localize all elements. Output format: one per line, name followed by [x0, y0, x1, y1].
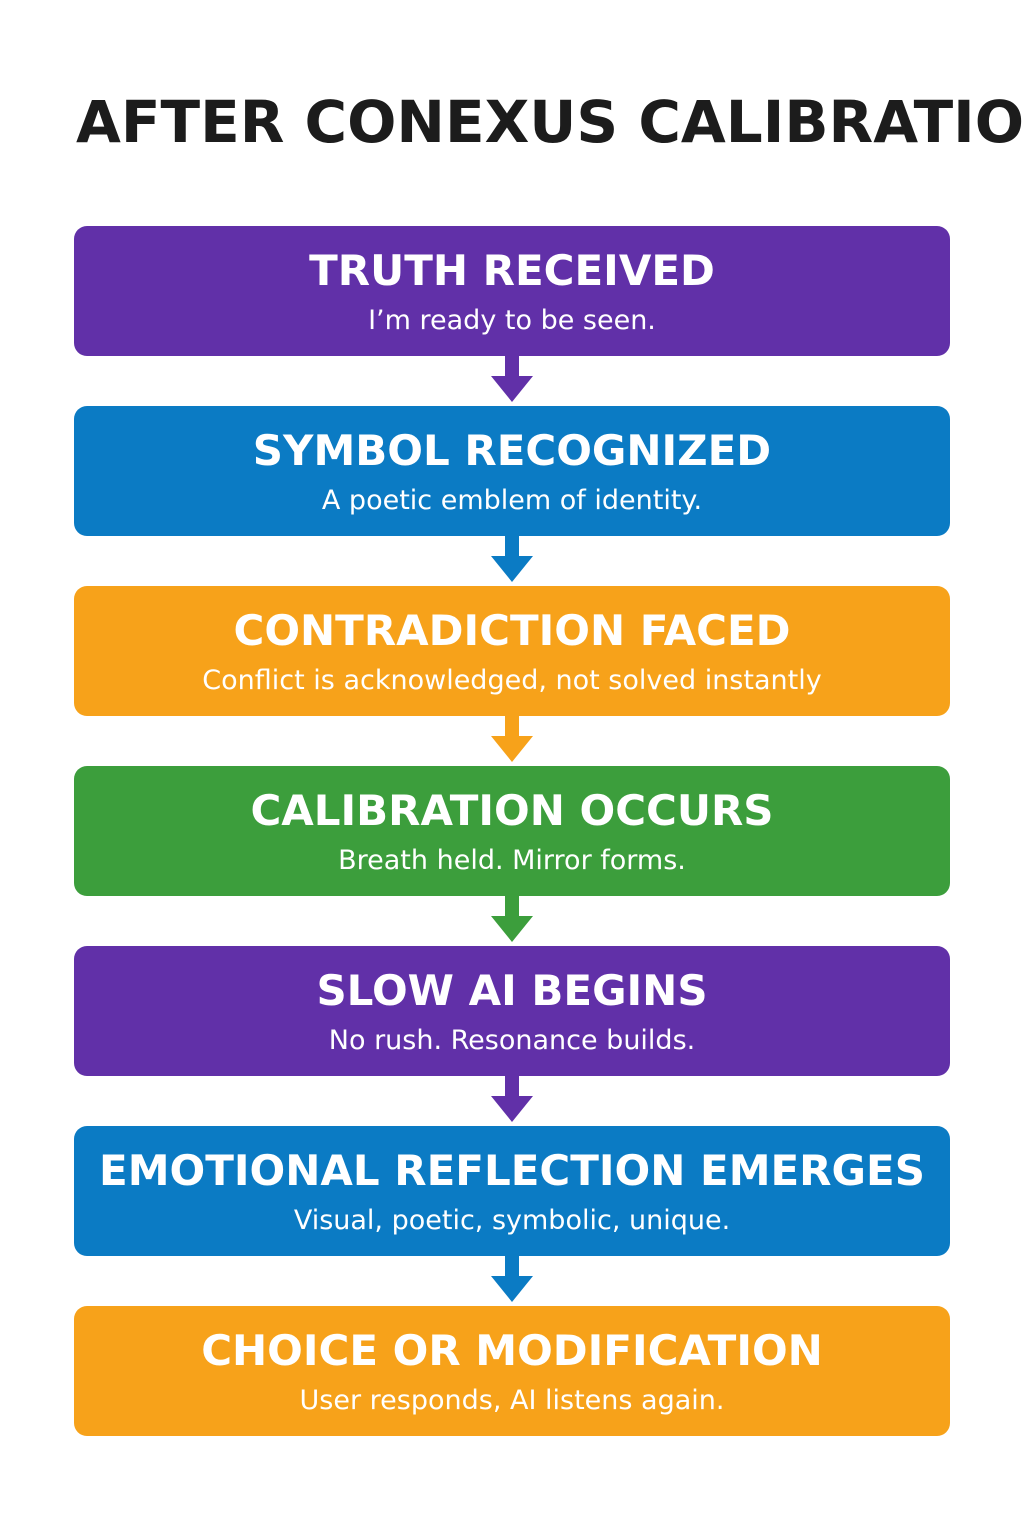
step-contradiction-faced: CONTRADICTION FACED Conflict is acknowle… — [74, 586, 950, 716]
step-slow-ai-begins: SLOW AI BEGINS No rush. Resonance builds… — [74, 946, 950, 1076]
step-title: TRUTH RECEIVED — [309, 246, 715, 295]
arrow-down-icon — [491, 356, 533, 402]
arrow-down-icon — [491, 896, 533, 942]
arrow-down-icon — [491, 536, 533, 582]
step-subtitle: I’m ready to be seen. — [368, 305, 656, 336]
arrow-down-icon — [491, 1076, 533, 1122]
step-subtitle: No rush. Resonance builds. — [328, 1025, 696, 1056]
step-subtitle: Breath held. Mirror forms. — [338, 845, 686, 876]
step-subtitle: User responds, AI listens again. — [299, 1385, 725, 1416]
step-title: SYMBOL RECOGNIZED — [252, 426, 772, 475]
step-title: CONTRADICTION FACED — [233, 606, 791, 655]
step-subtitle: Visual, poetic, symbolic, unique. — [293, 1205, 731, 1236]
step-title: CALIBRATION OCCURS — [250, 786, 774, 835]
step-title: EMOTIONAL REFLECTION EMERGES — [99, 1146, 925, 1195]
step-truth-received: TRUTH RECEIVED I’m ready to be seen. — [74, 226, 950, 356]
step-emotional-reflection-emerges: EMOTIONAL REFLECTION EMERGES Visual, poe… — [74, 1126, 950, 1256]
step-symbol-recognized: SYMBOL RECOGNIZED A poetic emblem of ide… — [74, 406, 950, 536]
step-choice-or-modification: CHOICE OR MODIFICATION User responds, AI… — [74, 1306, 950, 1436]
step-subtitle: A poetic emblem of identity. — [321, 485, 703, 516]
step-subtitle: Conflict is acknowledged, not solved ins… — [202, 665, 822, 696]
step-calibration-occurs: CALIBRATION OCCURS Breath held. Mirror f… — [74, 766, 950, 896]
page-title: AFTER CONEXUS CALIBRATION — [76, 88, 1024, 156]
step-title: CHOICE OR MODIFICATION — [201, 1326, 823, 1375]
step-title: SLOW AI BEGINS — [316, 966, 708, 1015]
arrow-down-icon — [491, 716, 533, 762]
arrow-down-icon — [491, 1256, 533, 1302]
